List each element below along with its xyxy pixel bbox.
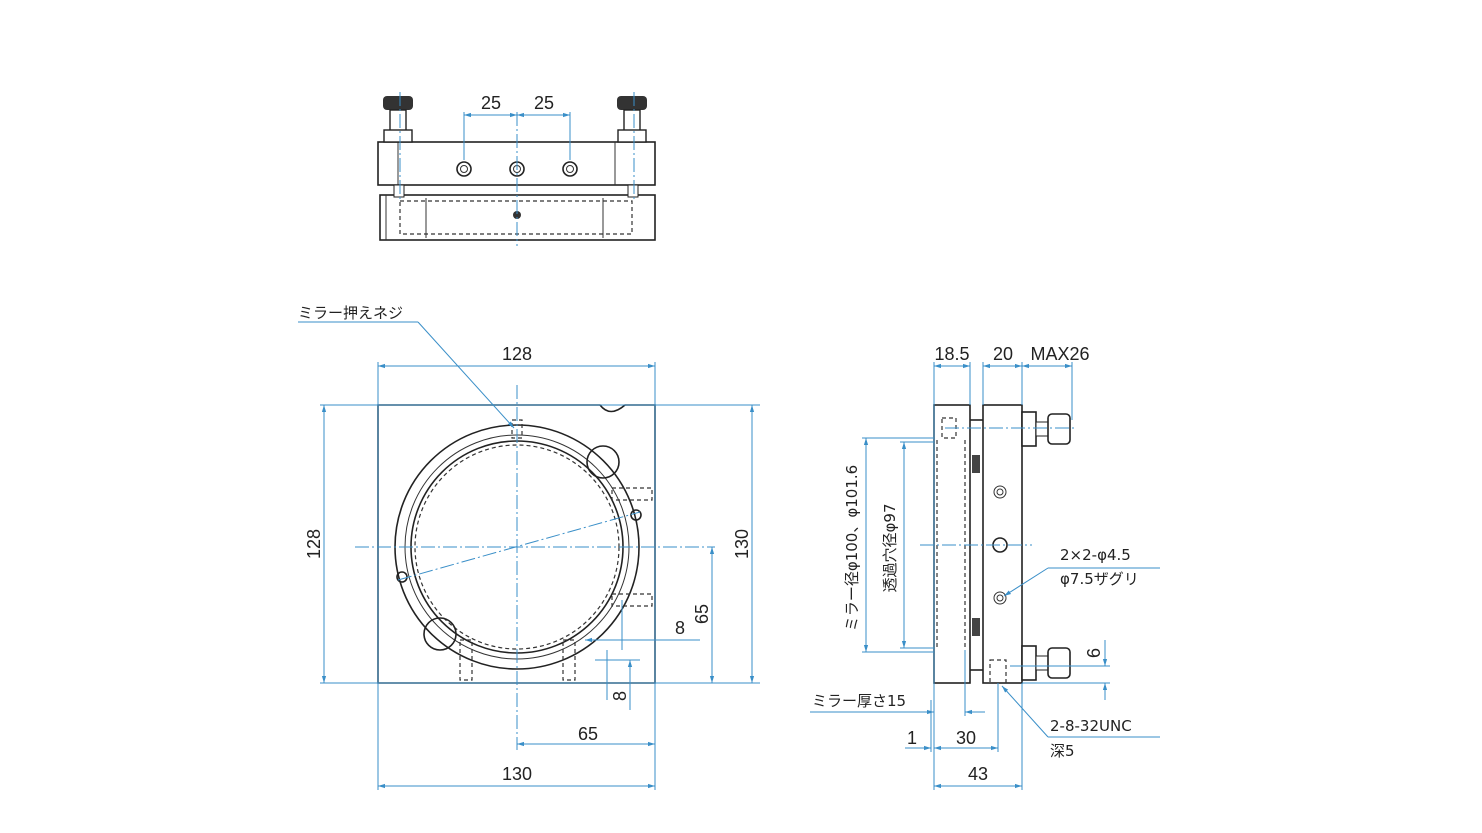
dim-height-130: 130 <box>732 529 752 559</box>
dim-width-130: 130 <box>502 764 532 784</box>
dim-20: 20 <box>993 344 1013 364</box>
top-view: 25 25 <box>377 92 656 246</box>
mirror-thickness-label: ミラー厚さ15 <box>812 692 906 710</box>
dim-43: 43 <box>968 764 988 784</box>
holes-spec-line1: 2×2-φ4.5 <box>1060 546 1131 564</box>
tap-spec-line2: 深5 <box>1050 742 1075 760</box>
dim-6: 6 <box>1084 648 1104 658</box>
dim-1: 1 <box>907 728 917 748</box>
side-view: 18.5 20 MAX26 ミラー径φ100、φ101.6 透過穴径φ97 2×… <box>810 344 1160 790</box>
dim-25-left: 25 <box>481 93 501 113</box>
side-knob-top <box>1021 411 1071 447</box>
knob-left <box>383 96 413 198</box>
tap-spec-line1: 2-8-32UNC <box>1050 717 1132 735</box>
dim-18-5: 18.5 <box>934 344 969 364</box>
dim-center-width-65: 65 <box>578 724 598 744</box>
side-knob-bottom <box>1021 645 1071 681</box>
mirror-diameter-label: ミラー径φ100、φ101.6 <box>843 465 861 631</box>
dim-30: 30 <box>956 728 976 748</box>
side-plate <box>982 404 1023 684</box>
callout-mirror-screw: ミラー押えネジ <box>298 304 403 322</box>
dim-offset-8-v: 8 <box>610 691 630 701</box>
knob-right <box>617 96 647 198</box>
side-mirror-block <box>933 404 971 684</box>
holes-spec-line2: φ7.5ザグリ <box>1060 570 1139 588</box>
dim-height-128: 128 <box>304 529 324 559</box>
dim-offset-8-h: 8 <box>675 618 685 638</box>
dim-width-128: 128 <box>502 344 532 364</box>
dim-max26: MAX26 <box>1030 344 1089 364</box>
dim-center-height-65: 65 <box>692 604 712 624</box>
dim-25-right: 25 <box>534 93 554 113</box>
aperture-diameter-label: 透過穴径φ97 <box>881 504 899 593</box>
front-view: 128 128 130 65 8 8 65 130 ミラー押えネジ <box>298 304 760 790</box>
